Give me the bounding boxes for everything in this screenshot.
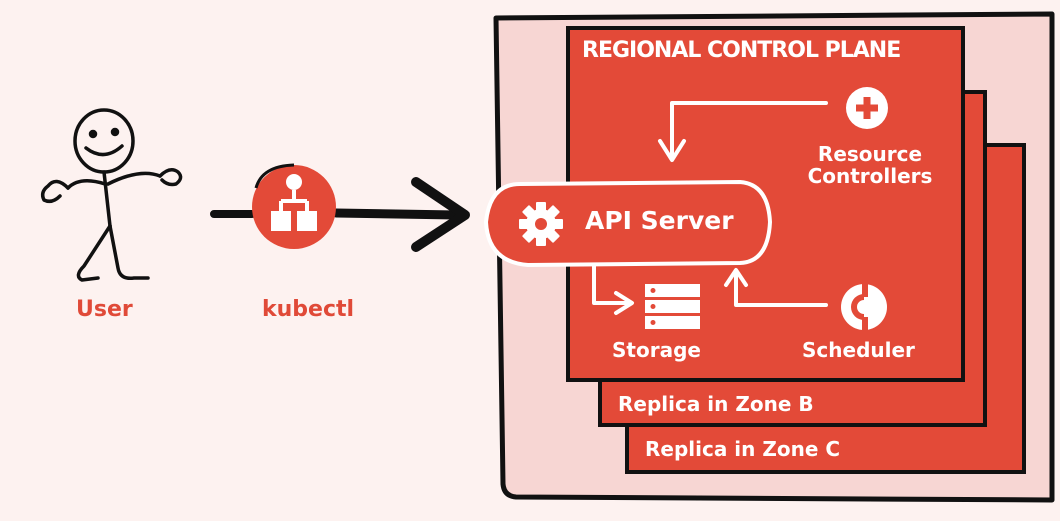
control-plane-title: REGIONAL CONTROL PLANE — [582, 38, 901, 63]
api-to-storage-arrow — [592, 263, 630, 305]
kubectl-to-api-arrow — [331, 208, 461, 220]
replica-zone-b-label: Replica in Zone B — [618, 392, 814, 416]
stick-figure-user-icon — [40, 108, 183, 282]
controllers-to-api-arrowhead — [658, 139, 686, 162]
storage-stack-icon — [645, 284, 700, 329]
kubectl-to-api-arrowhead — [411, 177, 470, 252]
storage-label: Storage — [612, 338, 701, 362]
kubectl-label: kubectl — [262, 297, 355, 322]
api-server-pill — [483, 179, 773, 268]
plus-circle-icon — [846, 87, 888, 129]
user-label: User — [76, 297, 133, 322]
scheduler-icon — [841, 283, 887, 331]
kubectl-hierarchy-icon — [252, 163, 336, 249]
replica-zone-c-label: Replica in Zone C — [645, 437, 841, 461]
api-server-label: API Server — [585, 206, 734, 235]
scheduler-to-api-arrow — [734, 270, 828, 307]
api-to-storage-arrowhead — [614, 291, 634, 315]
resource-controllers-label: Resource Controllers — [800, 143, 940, 187]
resource-controllers-label-line1: Resource — [817, 142, 923, 166]
gear-icon — [519, 202, 563, 246]
scheduler-to-api-arrowhead — [724, 268, 748, 287]
resource-controllers-label-line2: Controllers — [807, 164, 933, 188]
scheduler-label: Scheduler — [802, 338, 915, 362]
controllers-to-api-arrow — [670, 101, 828, 157]
